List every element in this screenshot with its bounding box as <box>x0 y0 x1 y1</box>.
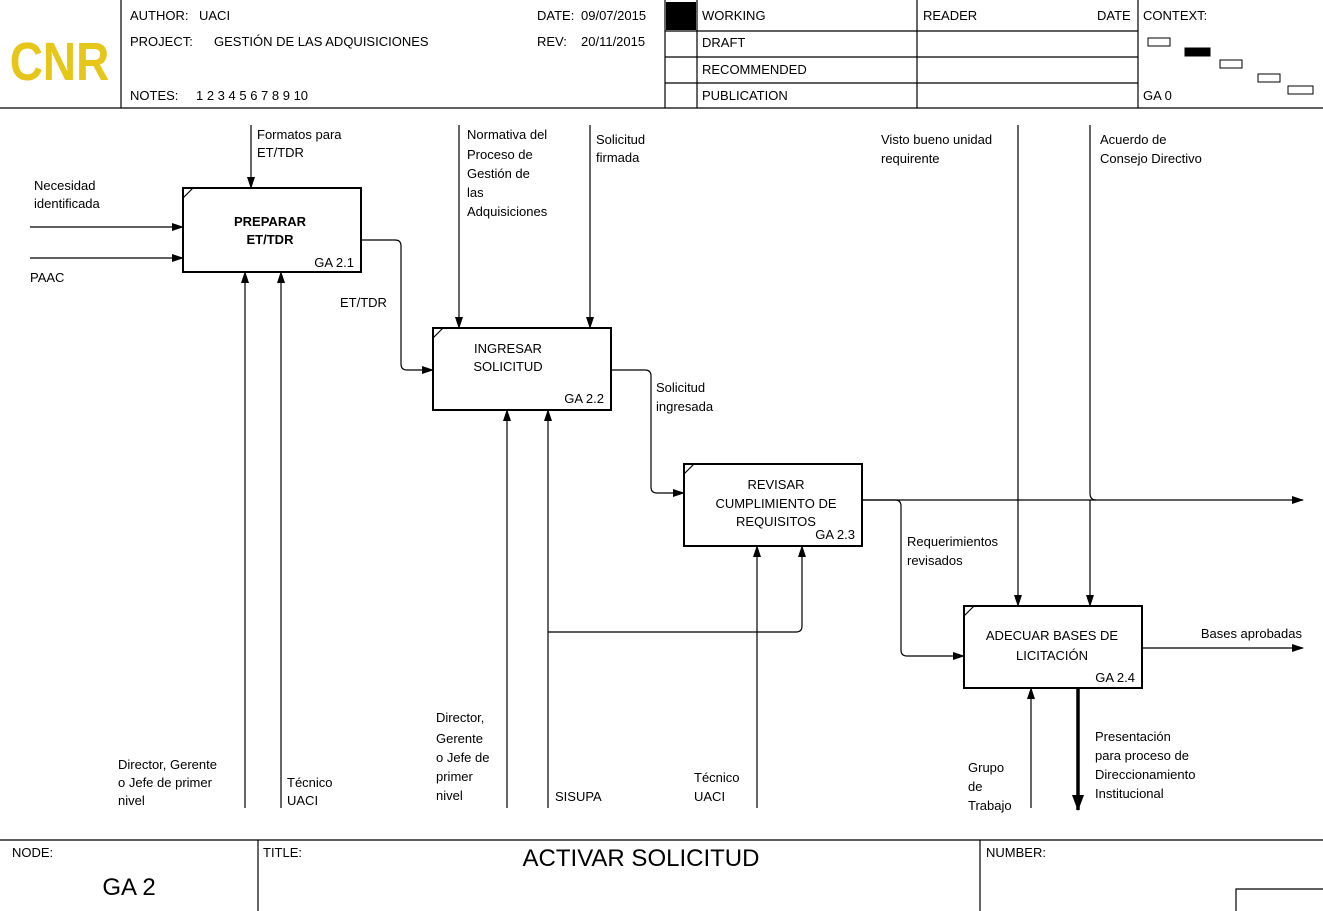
title-label: TITLE: <box>263 845 302 860</box>
box-ga24-line1: ADECUAR BASES DE <box>986 628 1119 643</box>
status-working: WORKING <box>702 8 766 23</box>
label-necesidad-1: Necesidad <box>34 178 95 193</box>
box-ga24-line2: LICITACIÓN <box>1016 648 1088 663</box>
diagram-title: ACTIVAR SOLICITUD <box>523 845 760 872</box>
label-requerimientos-2: revisados <box>907 553 963 568</box>
label-director1-3: nivel <box>118 793 145 808</box>
label-presentacion-1: Presentación <box>1095 729 1171 744</box>
label-bases-aprobadas: Bases aprobadas <box>1201 626 1303 641</box>
logo-text: CNR <box>10 32 109 92</box>
box-ga24-code: GA 2.4 <box>1095 670 1135 685</box>
box-ga22-line2: SOLICITUD <box>473 359 542 374</box>
label-presentacion-3: Direccionamiento <box>1095 767 1195 782</box>
label-solicitud-ingresada-1: Solicitud <box>656 380 705 395</box>
label-visto-bueno-1: Visto bueno unidad <box>881 132 992 147</box>
reader-label: READER <box>923 8 977 23</box>
number-label: NUMBER: <box>986 845 1046 860</box>
author-label: AUTHOR: <box>130 8 189 23</box>
arrow-acuerdo <box>1090 125 1096 606</box>
date-label: DATE: <box>537 8 574 23</box>
label-normativa-5: Adquisiciones <box>467 204 548 219</box>
arrow-solicitud-ingresada <box>611 369 685 497</box>
label-necesidad-2: identificada <box>34 196 101 211</box>
label-sisupa: SISUPA <box>555 789 602 804</box>
status-draft: DRAFT <box>702 35 745 50</box>
node-label: NODE: <box>12 845 53 860</box>
label-visto-bueno-2: requirente <box>881 151 940 166</box>
label-director2-3: o Jefe de <box>436 750 490 765</box>
label-paac: PAAC <box>30 270 64 285</box>
box-ga21-code: GA 2.1 <box>314 255 354 270</box>
label-grupo-1: Grupo <box>968 760 1004 775</box>
box-ga21[interactable]: PREPARAR ET/TDR GA 2.1 <box>182 187 362 273</box>
label-director2-1: Director, <box>436 710 484 725</box>
label-tecnico2-2: UACI <box>694 789 725 804</box>
notes-value: 1 2 3 4 5 6 7 8 9 10 <box>196 88 308 103</box>
context-map <box>1147 37 1314 95</box>
label-grupo-2: de <box>968 779 982 794</box>
label-tecnico1-2: UACI <box>287 793 318 808</box>
label-normativa-2: Proceso de <box>467 147 533 162</box>
label-presentacion-2: para proceso de <box>1095 748 1189 763</box>
rev-label: REV: <box>537 34 567 49</box>
working-status-marker <box>666 2 696 30</box>
arrow-requerimientos <box>862 499 965 660</box>
label-grupo-3: Trabajo <box>968 798 1012 813</box>
box-ga23[interactable]: REVISAR CUMPLIMIENTO DE REQUISITOS GA 2.… <box>683 463 863 547</box>
footer-frame <box>0 839 1323 911</box>
author-value: UACI <box>199 8 230 23</box>
label-tecnico1-1: Técnico <box>287 775 333 790</box>
box-ga23-code: GA 2.3 <box>815 527 855 542</box>
label-tecnico2-1: Técnico <box>694 770 740 785</box>
label-normativa-1: Normativa del <box>467 127 547 142</box>
label-director1-2: o Jefe de primer <box>118 775 213 790</box>
context-node: GA 0 <box>1143 88 1172 103</box>
box-ga23-line1: REVISAR <box>747 477 804 492</box>
notes-label: NOTES: <box>130 88 178 103</box>
box-ga24[interactable]: ADECUAR BASES DE LICITACIÓN GA 2.4 <box>963 605 1143 689</box>
label-acuerdo-2: Consejo Directivo <box>1100 151 1202 166</box>
label-formatos-2: ET/TDR <box>257 145 304 160</box>
project-value: GESTIÓN DE LAS ADQUISICIONES <box>214 34 429 49</box>
arrow-sisupa-branch <box>548 545 806 633</box>
context-label: CONTEXT: <box>1143 8 1207 23</box>
label-director2-5: nivel <box>436 788 463 803</box>
project-label: PROJECT: <box>130 34 193 49</box>
node-value: GA 2 <box>102 874 155 901</box>
box-ga23-line2: CUMPLIMIENTO DE <box>715 496 836 511</box>
box-ga22[interactable]: INGRESAR SOLICITUD GA 2.2 <box>432 327 612 411</box>
date-value: 09/07/2015 <box>581 8 646 23</box>
label-solicitud-firmada-2: firmada <box>596 150 640 165</box>
box-ga22-code: GA 2.2 <box>564 391 604 406</box>
label-director2-2: Gerente <box>436 731 483 746</box>
reader-date-label: DATE <box>1097 8 1131 23</box>
arrow-ettdr <box>361 239 434 374</box>
label-ettdr: ET/TDR <box>340 295 387 310</box>
box-ga22-line1: INGRESAR <box>474 341 542 356</box>
rev-value: 20/11/2015 <box>581 34 645 49</box>
label-formatos-1: Formatos para <box>257 127 342 142</box>
label-solicitud-ingresada-2: ingresada <box>656 399 714 414</box>
arrow-labels: Necesidad identificada PAAC Formatos par… <box>30 127 1302 813</box>
label-normativa-4: las <box>467 185 484 200</box>
cnr-logo: CNR <box>10 32 109 92</box>
header-frame <box>0 0 1323 109</box>
box-ga21-line1: PREPARAR <box>234 214 307 229</box>
label-presentacion-4: Institucional <box>1095 786 1164 801</box>
label-solicitud-firmada-1: Solicitud <box>596 132 645 147</box>
box-ga23-line3: REQUISITOS <box>736 514 816 529</box>
label-director2-4: primer <box>436 769 474 784</box>
box-ga21-line2: ET/TDR <box>247 232 295 247</box>
status-recommended: RECOMMENDED <box>702 62 807 77</box>
label-director1-1: Director, Gerente <box>118 757 217 772</box>
label-acuerdo-1: Acuerdo de <box>1100 132 1167 147</box>
status-publication: PUBLICATION <box>702 88 788 103</box>
label-normativa-3: Gestión de <box>467 166 530 181</box>
arrows <box>30 125 1304 811</box>
label-requerimientos-1: Requerimientos <box>907 534 999 549</box>
